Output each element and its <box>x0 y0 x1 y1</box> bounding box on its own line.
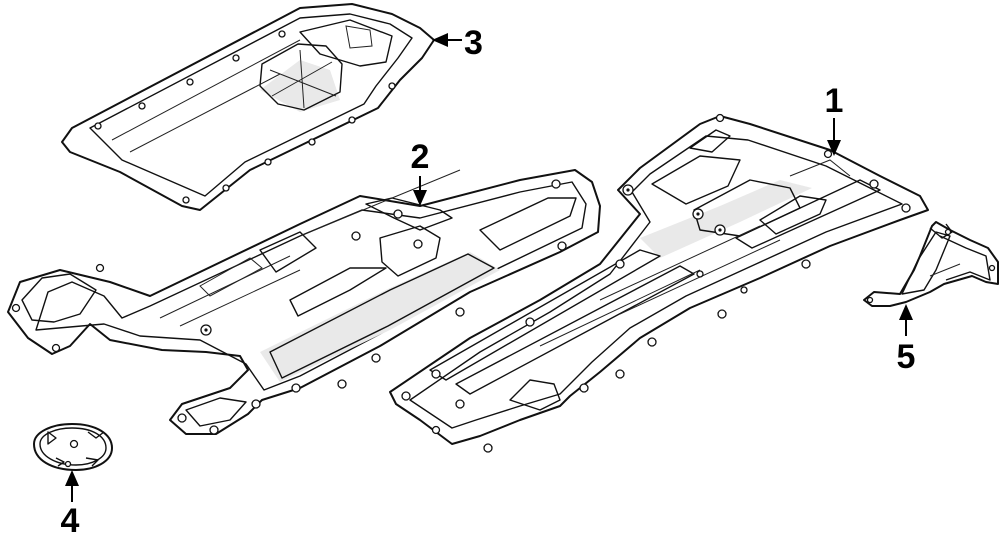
callout-1: 1 <box>825 82 844 156</box>
part-1-under-tray <box>389 113 929 453</box>
callout-label-2: 2 <box>411 138 430 176</box>
callout-4: 4 <box>61 470 80 534</box>
callout-label-3: 3 <box>464 24 483 62</box>
part-4-cap <box>33 423 113 471</box>
callout-2: 2 <box>411 138 430 206</box>
callout-label-1: 1 <box>825 82 844 120</box>
callout-label-5: 5 <box>897 338 916 376</box>
part-5-bracket <box>863 221 999 307</box>
callout-3: 3 <box>432 24 483 62</box>
part-2-under-tray <box>7 169 601 435</box>
callout-5: 5 <box>897 304 916 376</box>
part-3-shield <box>61 3 435 211</box>
callout-label-4: 4 <box>61 502 80 534</box>
